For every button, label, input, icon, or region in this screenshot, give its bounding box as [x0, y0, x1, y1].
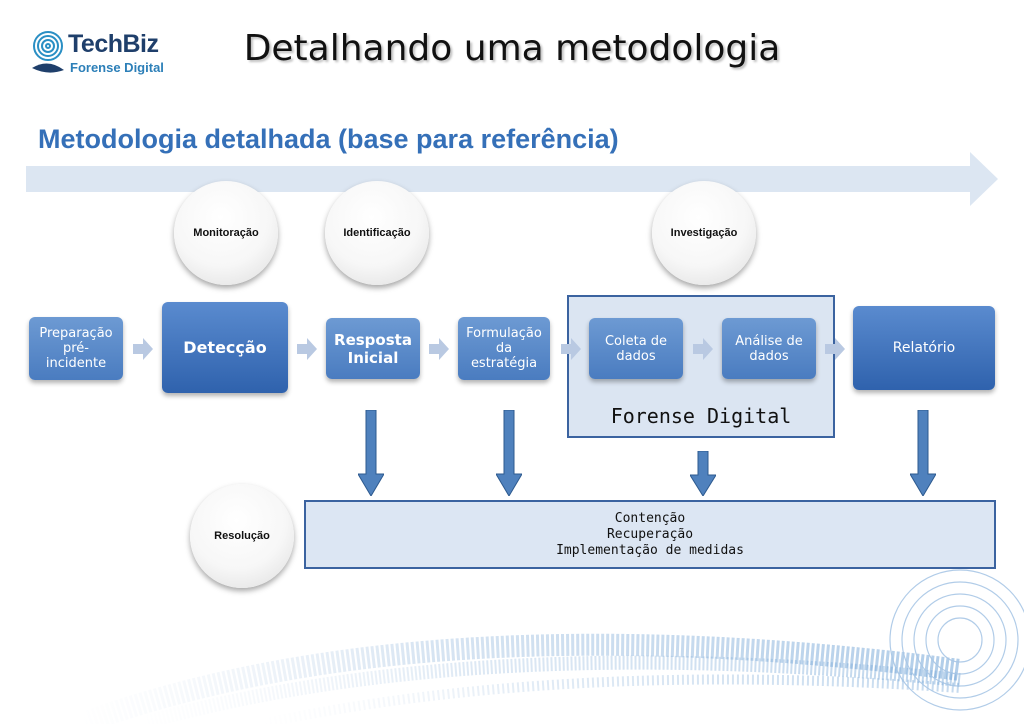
step-resposta-inicial: Resposta Inicial — [326, 318, 420, 379]
step-line: dados — [749, 348, 789, 364]
step-line: Resposta — [334, 330, 412, 349]
outcome-item: Implementação de medidas — [556, 542, 744, 558]
logo-icon — [32, 31, 64, 73]
step-line: dados — [616, 348, 656, 364]
page-title: Detalhando uma metodologia — [243, 28, 781, 69]
phase-label: Identificação — [343, 227, 411, 239]
outcome-item: Contenção — [614, 510, 686, 526]
step-line: estratégia — [470, 356, 538, 371]
step-deteccao: Detecção — [162, 302, 288, 393]
chevron-right-icon — [825, 338, 845, 360]
step-analise: Análise de dados — [722, 318, 816, 379]
chevron-right-icon — [133, 338, 153, 360]
timeline-arrow-icon — [26, 152, 998, 206]
step-line: Preparação — [39, 326, 113, 341]
phase-monitoracao: Monitoração — [174, 181, 278, 285]
forense-digital-label: Forense Digital — [610, 404, 792, 428]
step-formulacao: Formulação da estratégia — [458, 317, 550, 380]
step-label: Detecção — [183, 338, 267, 357]
chevron-right-icon — [429, 338, 449, 360]
step-coleta: Coleta de dados — [589, 318, 683, 379]
phase-resolucao: Resolução — [190, 484, 294, 588]
phase-label: Resolução — [214, 530, 270, 542]
step-preparacao: Preparação pré- incidente — [29, 317, 123, 380]
step-line: Análise de — [735, 333, 803, 349]
outcome-item: Recuperação — [606, 526, 694, 542]
step-line: Coleta de — [604, 333, 668, 349]
phase-label: Monitoração — [193, 227, 259, 239]
outcomes-box: Contenção Recuperação Implementação de m… — [304, 500, 996, 569]
chevron-right-icon — [693, 338, 713, 360]
phase-identificacao: Identificação — [325, 181, 429, 285]
step-line: incidente — [45, 356, 107, 371]
step-relatorio: Relatório — [853, 306, 995, 390]
chevron-right-icon — [561, 338, 581, 360]
subtitle: Metodologia detalhada (base para referên… — [38, 124, 619, 154]
step-line: Inicial — [347, 348, 399, 367]
arrow-down-icon — [910, 410, 936, 496]
step-line: pré- — [63, 341, 89, 356]
logo-subtitle: Forense Digital — [70, 60, 164, 75]
logo-title: TechBiz — [68, 30, 159, 58]
decorative-binary-wave — [76, 569, 1024, 724]
step-line: da — [495, 341, 513, 356]
arrow-down-icon — [690, 451, 716, 496]
arrow-down-icon — [496, 410, 522, 496]
arrow-down-icon — [358, 410, 384, 496]
chevron-right-icon — [297, 338, 317, 360]
phase-investigacao: Investigação — [652, 181, 756, 285]
step-label: Relatório — [892, 340, 956, 356]
phase-label: Investigação — [670, 227, 738, 239]
step-line: Formulação — [466, 326, 542, 341]
